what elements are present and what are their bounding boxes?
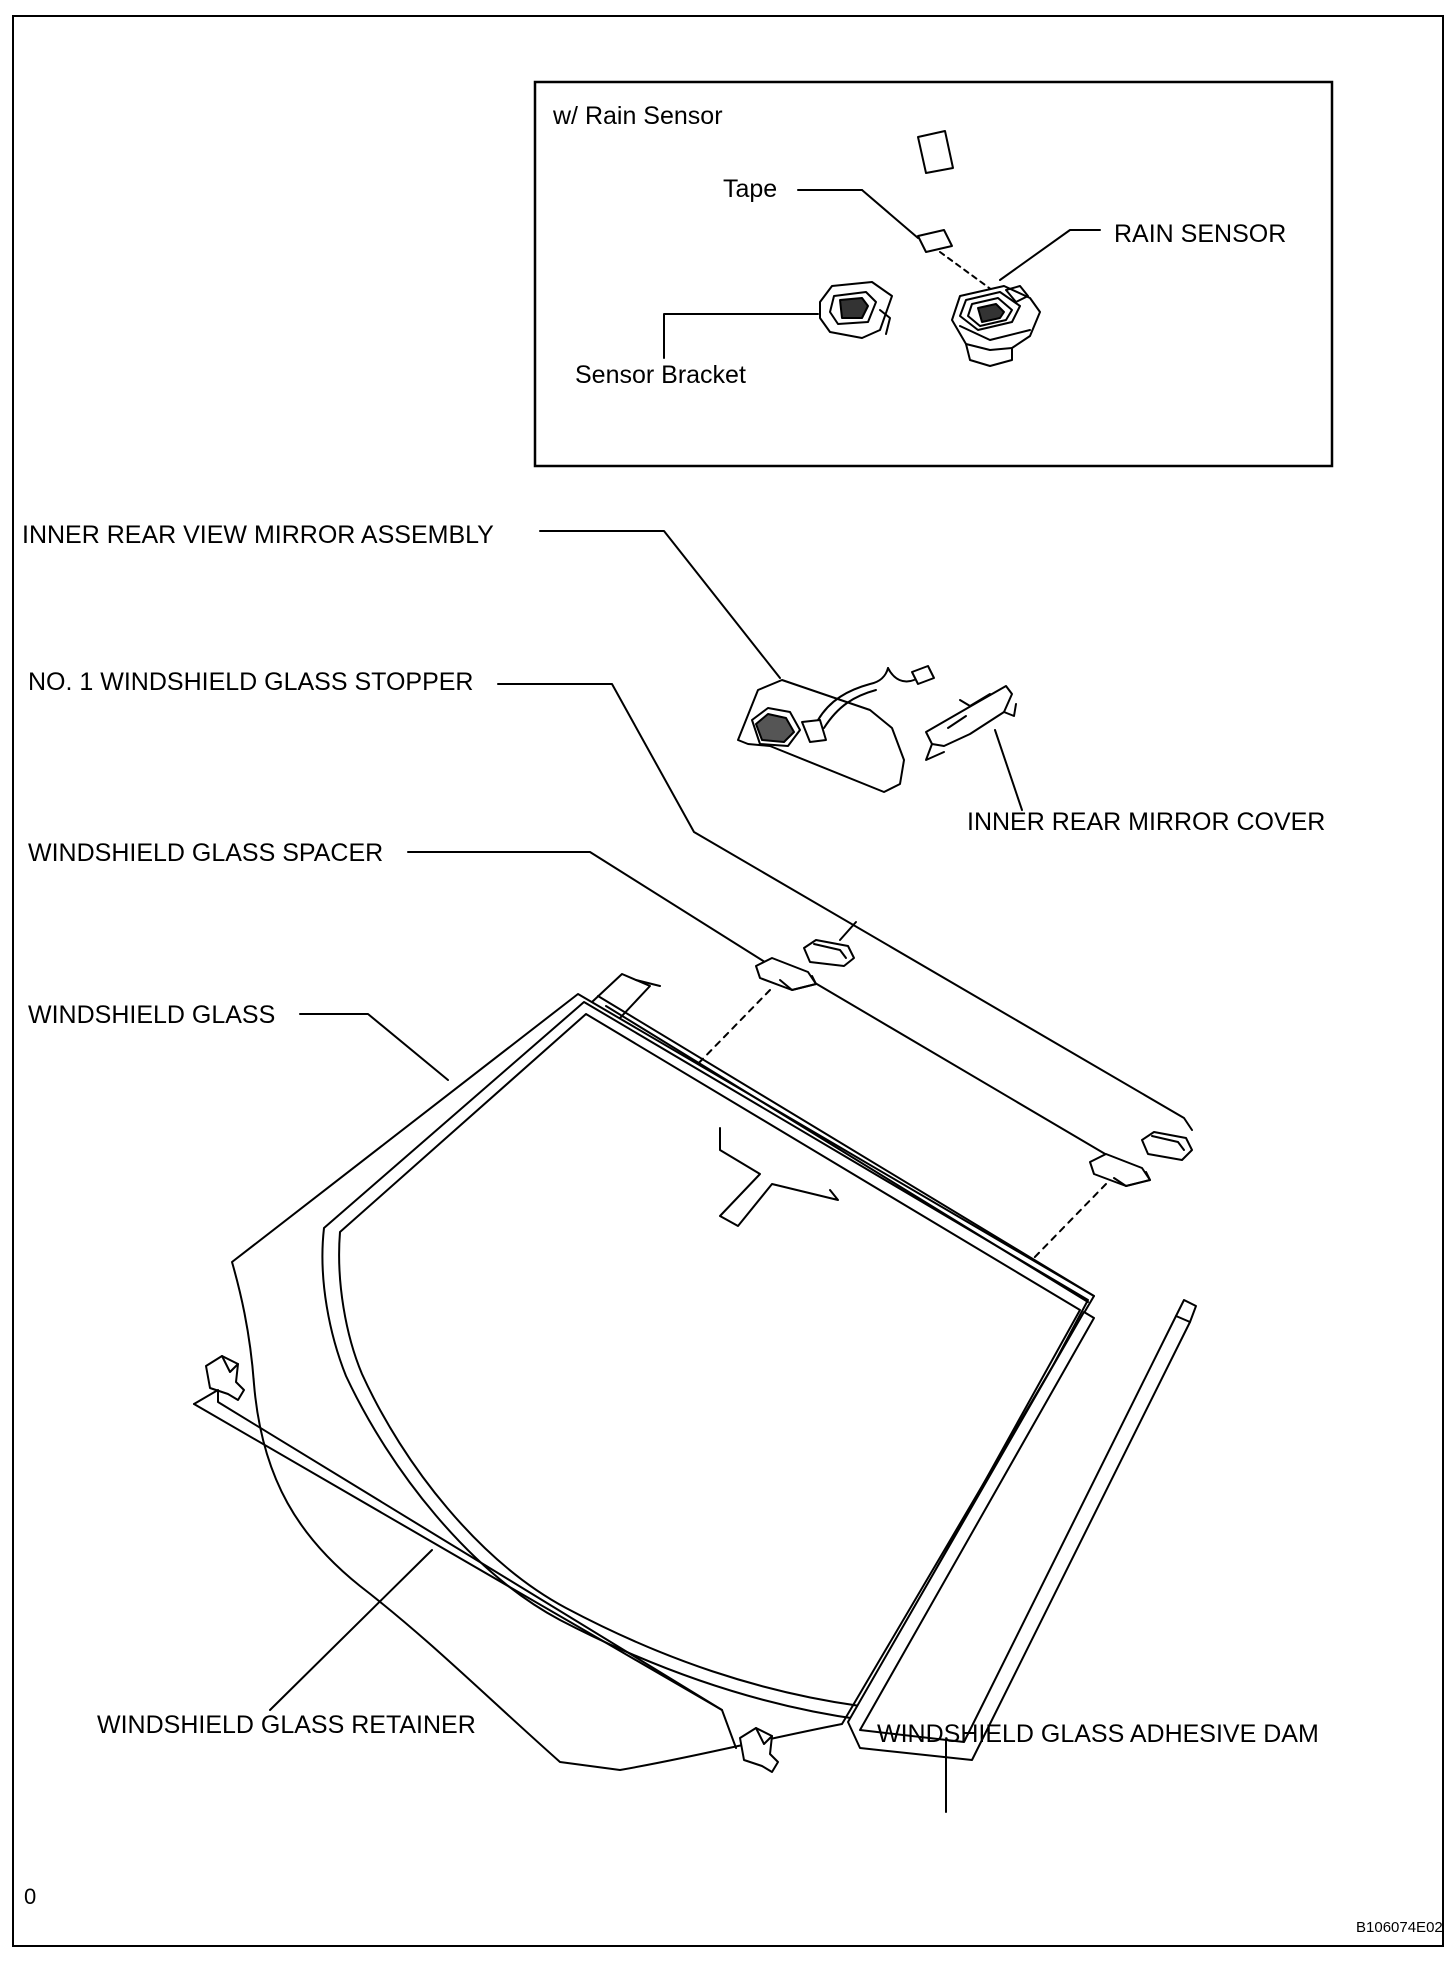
adhesive-dam-part bbox=[847, 1311, 1191, 1761]
glass-stopper-top bbox=[803, 921, 857, 967]
rain-sensor-leader bbox=[999, 229, 1101, 281]
rain-sensor-inset-box bbox=[533, 80, 1334, 468]
windshield-glass-leader bbox=[299, 1013, 449, 1081]
inner-rear-mirror-cover-label: INNER REAR MIRROR COVER bbox=[967, 808, 1326, 836]
inset-title: w/ Rain Sensor bbox=[553, 102, 723, 130]
inner-rear-view-mirror-part bbox=[737, 665, 935, 793]
mirror-cover-leader bbox=[994, 729, 1023, 811]
glass-spacer-right bbox=[1089, 1153, 1151, 1187]
adhesive-dam-label: WINDSHIELD GLASS ADHESIVE DAM bbox=[877, 1720, 1319, 1748]
mirror-mount-pattern bbox=[719, 1127, 839, 1227]
spacer-dash-right bbox=[1029, 1183, 1107, 1263]
inner-rear-view-mirror-label: INNER REAR VIEW MIRROR ASSEMBLY bbox=[22, 521, 494, 549]
windshield-glass-label: WINDSHIELD GLASS bbox=[28, 1001, 276, 1029]
footer-left-mark: 0 bbox=[24, 1884, 37, 1909]
sensor-bracket-part bbox=[819, 281, 893, 339]
figure-code: B106074E02 bbox=[1356, 1919, 1443, 1936]
glass-retainer-label: WINDSHIELD GLASS RETAINER bbox=[97, 1711, 476, 1739]
rain-sensor-label: RAIN SENSOR bbox=[1114, 220, 1287, 248]
glass-top-strip-2 bbox=[635, 979, 661, 987]
mirror-leader bbox=[539, 530, 781, 679]
glass-retainer-right bbox=[739, 1727, 779, 1773]
stopper-leader bbox=[497, 683, 1193, 1131]
adhesive-dam-end bbox=[1175, 1299, 1197, 1323]
inner-rear-mirror-cover-part bbox=[925, 685, 1017, 761]
tape-to-sensor-dash bbox=[939, 251, 993, 291]
glass-retainer-left bbox=[205, 1355, 245, 1401]
sensor-bracket-leader bbox=[663, 313, 819, 359]
spacer-leader bbox=[407, 851, 769, 965]
glass-stopper-label: NO. 1 WINDSHIELD GLASS STOPPER bbox=[28, 668, 474, 696]
glass-top-molding bbox=[597, 995, 1095, 1297]
glass-inner-frame-2 bbox=[338, 1013, 1081, 1707]
tape-label: Tape bbox=[723, 175, 778, 203]
glass-stopper-right bbox=[1141, 1131, 1193, 1161]
glass-spacer-top bbox=[755, 957, 817, 991]
tape-part bbox=[917, 130, 954, 174]
retainer-leader-2 bbox=[193, 1403, 723, 1711]
retainer-leader bbox=[193, 1389, 737, 1749]
windshield-glass-outline bbox=[231, 993, 1095, 1771]
spacer-dash-top bbox=[689, 989, 771, 1073]
glass-spacer-label: WINDSHIELD GLASS SPACER bbox=[28, 839, 384, 867]
rain-sensor-part bbox=[951, 285, 1041, 367]
spacer-leader-right bbox=[809, 979, 1113, 1159]
sensor-bracket-label: Sensor Bracket bbox=[575, 361, 746, 389]
tape-leader-bend bbox=[861, 189, 919, 239]
page-frame bbox=[12, 15, 1444, 1947]
tape-shape bbox=[917, 229, 953, 253]
retainer-label-leader bbox=[269, 1549, 433, 1711]
